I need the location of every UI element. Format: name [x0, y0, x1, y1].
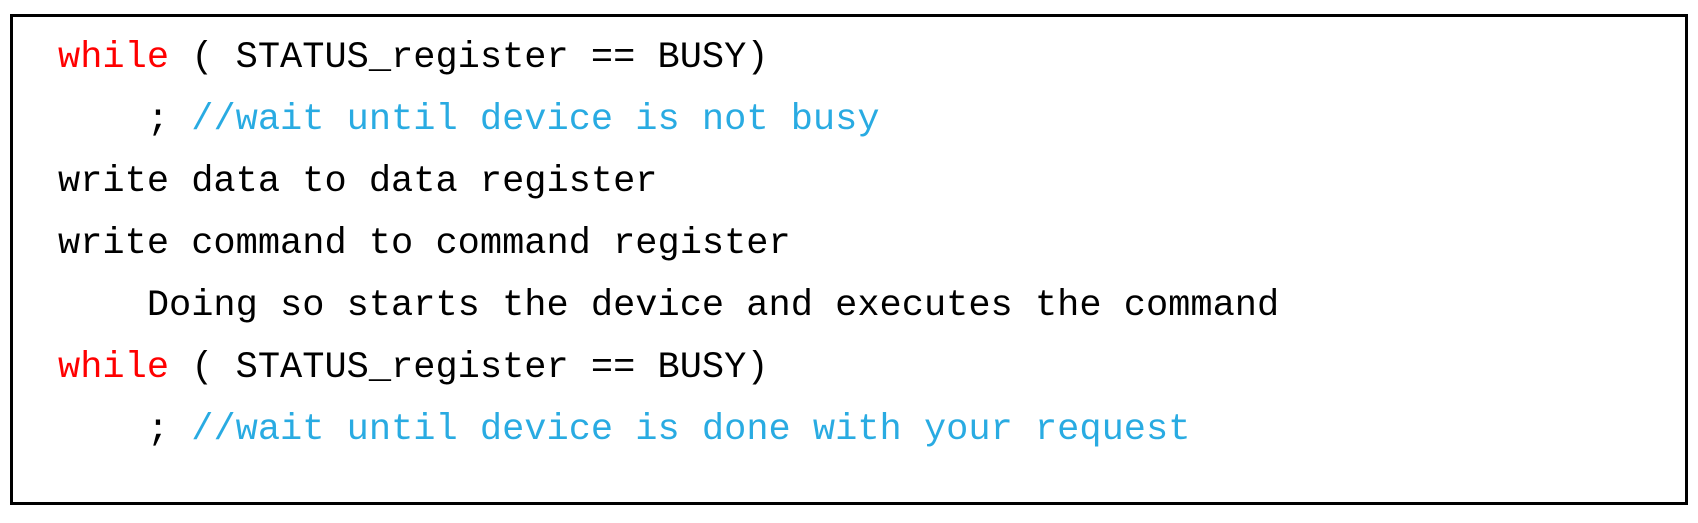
- code-segment-default: write command to command register: [58, 223, 791, 265]
- code-line: write data to data register: [58, 151, 1675, 213]
- code-segment-default: ( STATUS_register == BUSY): [169, 37, 769, 79]
- code-segment-keyword: while: [58, 37, 170, 79]
- code-line: while ( STATUS_register == BUSY): [58, 27, 1675, 89]
- code-segment-default: ;: [58, 409, 192, 451]
- code-segment-comment: //wait until device is done with your re…: [191, 409, 1191, 451]
- code-line: Doing so starts the device and executes …: [58, 275, 1675, 337]
- code-line: ; //wait until device is done with your …: [58, 399, 1675, 461]
- code-segment-keyword: while: [58, 347, 170, 389]
- code-segment-default: Doing so starts the device and executes …: [58, 285, 1280, 327]
- code-lines-container: while ( STATUS_register == BUSY) ; //wai…: [58, 27, 1675, 461]
- code-line: ; //wait until device is not busy: [58, 89, 1675, 151]
- code-listing-box: while ( STATUS_register == BUSY) ; //wai…: [10, 14, 1688, 505]
- code-segment-default: write data to data register: [58, 161, 658, 203]
- code-segment-default: ;: [58, 99, 192, 141]
- code-segment-comment: //wait until device is not busy: [191, 99, 880, 141]
- code-line: write command to command register: [58, 213, 1675, 275]
- code-segment-default: ( STATUS_register == BUSY): [169, 347, 769, 389]
- code-line: while ( STATUS_register == BUSY): [58, 337, 1675, 399]
